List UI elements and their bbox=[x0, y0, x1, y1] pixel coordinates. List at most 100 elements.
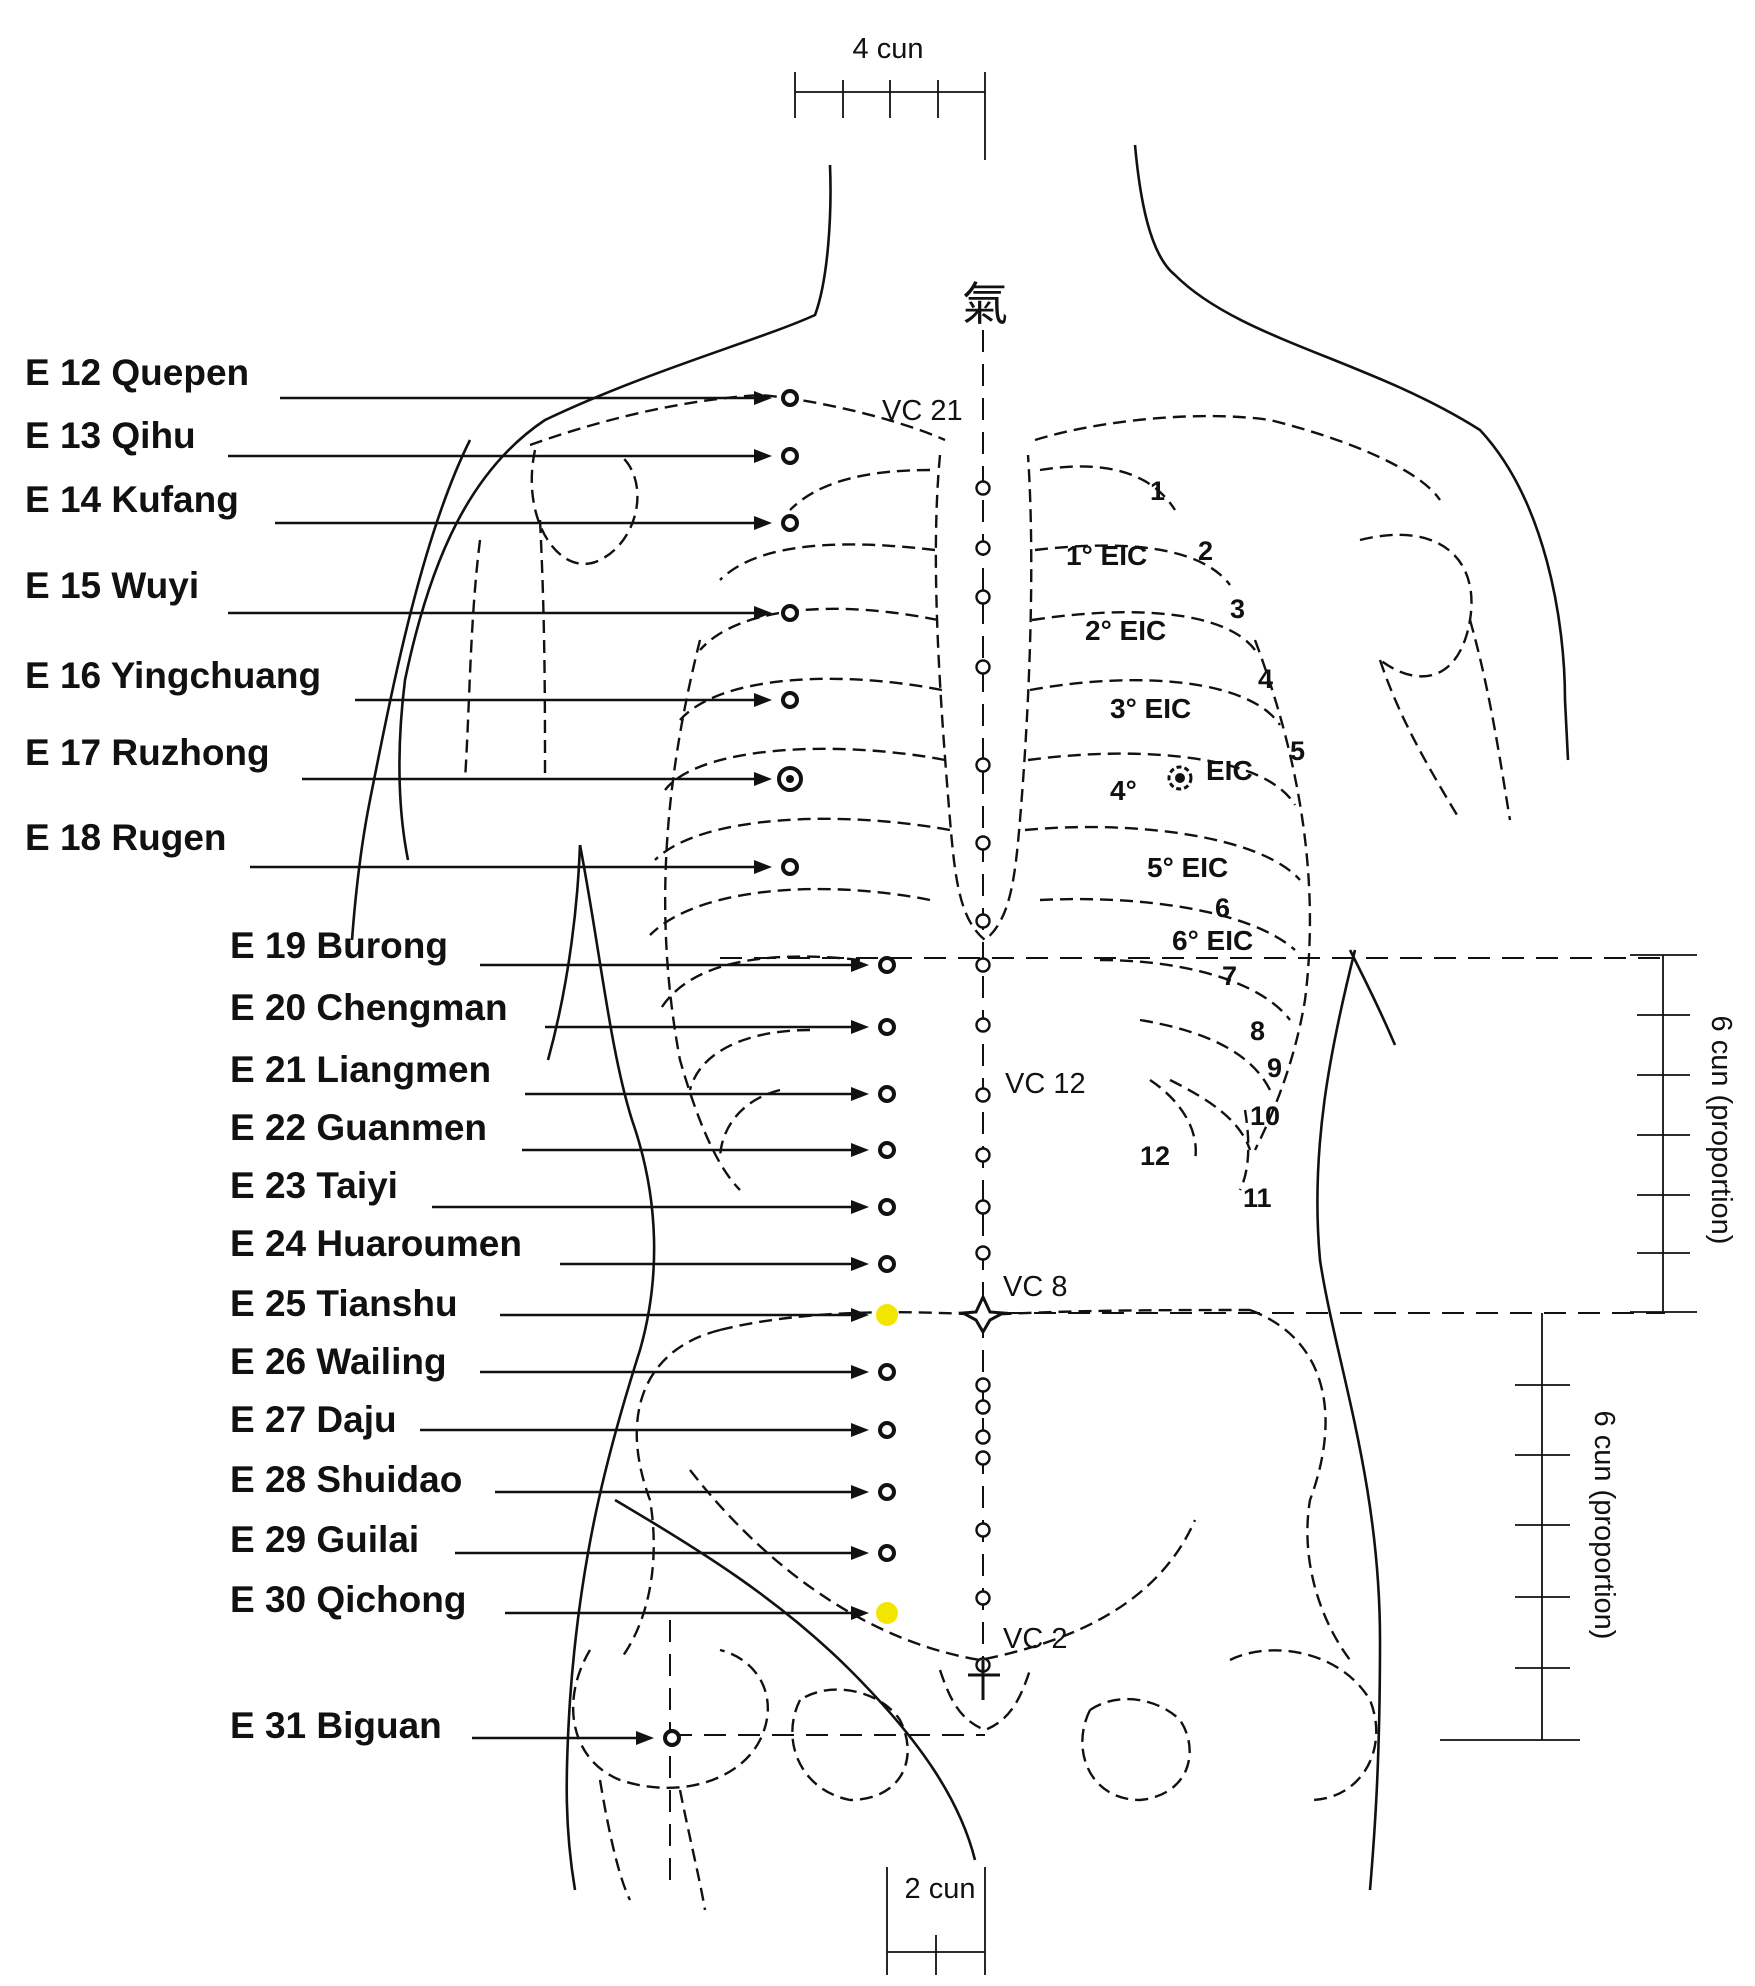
vc-point[interactable] bbox=[975, 1429, 991, 1445]
point-marker-e-21-liangmen[interactable] bbox=[878, 1085, 896, 1103]
right-lower-scale: 6 cun (proportion) bbox=[1440, 1313, 1620, 1741]
right-humerus bbox=[1378, 619, 1512, 821]
vc-point[interactable] bbox=[975, 659, 991, 675]
point-arrowhead-e-24-huaroumen bbox=[851, 1257, 869, 1271]
point-marker-e-14-kufang[interactable] bbox=[781, 514, 799, 532]
point-marker-e-27-daju[interactable] bbox=[878, 1421, 896, 1439]
left-rib-6 bbox=[654, 817, 951, 861]
vc-point[interactable] bbox=[975, 1147, 991, 1163]
point-label-e-17-ruzhong: E 17 Ruzhong bbox=[25, 732, 270, 773]
point-label-e-14-kufang: E 14 Kufang bbox=[25, 479, 239, 520]
point-arrowhead-e-17-ruzhong bbox=[754, 772, 772, 786]
vc-point[interactable] bbox=[975, 480, 991, 496]
vc-point[interactable] bbox=[975, 540, 991, 556]
body-outline bbox=[350, 144, 1570, 1891]
right-upper-scale-label: 6 cun (proportion) bbox=[1705, 1016, 1737, 1245]
vc-point[interactable] bbox=[975, 1377, 991, 1393]
point-marker-e-23-taiyi[interactable] bbox=[878, 1198, 896, 1216]
vc-point[interactable] bbox=[975, 1450, 991, 1466]
vc-point[interactable] bbox=[975, 1522, 991, 1538]
point-label-e-19-burong: E 19 Burong bbox=[230, 925, 448, 966]
point-marker-e-19-burong[interactable] bbox=[878, 956, 896, 974]
right-scapula bbox=[1359, 533, 1473, 678]
left-scapula bbox=[530, 449, 639, 566]
right-rib-7 bbox=[1039, 897, 1296, 951]
left-femur bbox=[598, 1779, 707, 1911]
left-hip-joint bbox=[571, 1648, 770, 1790]
point-marker-e-22-guanmen[interactable] bbox=[878, 1141, 896, 1159]
point-label-e-25-tianshu: E 25 Tianshu bbox=[230, 1283, 458, 1324]
vc-point[interactable] bbox=[975, 1199, 991, 1215]
point-label-e-16-yingchuang: E 16 Yingchuang bbox=[25, 655, 321, 696]
vc-point[interactable] bbox=[975, 757, 991, 773]
vc12-label: VC 12 bbox=[1005, 1068, 1086, 1100]
point-marker-e-12-quepen[interactable] bbox=[781, 389, 799, 407]
left-humerus bbox=[463, 519, 547, 781]
point-arrowhead-e-29-guilai bbox=[851, 1546, 869, 1560]
vc-point[interactable] bbox=[975, 957, 991, 973]
rib-number-4: 4 bbox=[1258, 664, 1273, 694]
point-arrowhead-e-26-wailing bbox=[851, 1365, 869, 1379]
point-marker-e-15-wuyi[interactable] bbox=[781, 604, 799, 622]
left-clavicle bbox=[529, 393, 946, 447]
neck-left-outline bbox=[398, 164, 832, 861]
point-marker-e-16-yingchuang[interactable] bbox=[781, 691, 799, 709]
point-label-e-21-liangmen: E 21 Liangmen bbox=[230, 1049, 491, 1090]
top-scale-label: 4 cun bbox=[853, 33, 924, 65]
point-marker-e-20-chengman[interactable] bbox=[878, 1018, 896, 1036]
point-arrowhead-e-12-quepen bbox=[754, 391, 772, 405]
left-rib-5 bbox=[664, 747, 946, 791]
point-marker-e-30-qichong[interactable] bbox=[876, 1602, 898, 1624]
right-upper-scale: 6 cun (proportion) bbox=[1630, 954, 1737, 1313]
point-marker-e-18-rugen[interactable] bbox=[781, 858, 799, 876]
point-marker-e-31-biguan[interactable] bbox=[663, 1729, 681, 1747]
vc8-star-icon bbox=[957, 1293, 1009, 1335]
vc-point[interactable] bbox=[975, 589, 991, 605]
right-rib-8 bbox=[1099, 958, 1291, 1021]
right-lower-scale-label: 6 cun (proportion) bbox=[1588, 1411, 1620, 1640]
rib-number-1: 1 bbox=[1150, 476, 1165, 506]
eic-label-3: 3° EIC bbox=[1110, 693, 1191, 724]
left-obturator bbox=[791, 1688, 909, 1802]
point-arrowhead-e-27-daju bbox=[851, 1423, 869, 1437]
vc-point[interactable] bbox=[975, 1245, 991, 1261]
right-clavicle bbox=[1034, 414, 1441, 501]
point-arrowhead-e-13-qihu bbox=[754, 449, 772, 463]
left-rib-4 bbox=[679, 677, 943, 721]
torso-right-outline bbox=[1316, 949, 1382, 1891]
point-arrowhead-e-15-wuyi bbox=[754, 606, 772, 620]
vc-point[interactable] bbox=[975, 1087, 991, 1103]
bottom-scale-label: 2 cun bbox=[905, 1873, 976, 1905]
pelvic-inner-curve bbox=[689, 1469, 1197, 1662]
sternum bbox=[934, 454, 1033, 942]
left-ribcage-edge bbox=[663, 639, 741, 1191]
point-arrowhead-e-25-tianshu bbox=[851, 1308, 869, 1322]
point-marker-e-25-tianshu[interactable] bbox=[876, 1304, 898, 1326]
right-rib-2 bbox=[1034, 544, 1231, 586]
point-arrowhead-e-21-liangmen bbox=[851, 1087, 869, 1101]
rib-number-7: 7 bbox=[1222, 961, 1237, 991]
rib-number-5: 5 bbox=[1290, 736, 1305, 766]
right-rib-11 bbox=[1238, 1109, 1250, 1191]
right-ribcage-edge bbox=[1253, 639, 1312, 1151]
vc-point[interactable] bbox=[975, 1399, 991, 1415]
point-center-e-17-ruzhong bbox=[786, 775, 794, 783]
point-arrowhead-e-28-shuidao bbox=[851, 1485, 869, 1499]
point-label-e-23-taiyi: E 23 Taiyi bbox=[230, 1165, 398, 1206]
point-marker-e-28-shuidao[interactable] bbox=[878, 1483, 896, 1501]
point-marker-e-24-huaroumen[interactable] bbox=[878, 1255, 896, 1273]
vc-point[interactable] bbox=[975, 913, 991, 929]
right-rib-5 bbox=[1027, 752, 1297, 806]
point-marker-e-29-guilai[interactable] bbox=[878, 1544, 896, 1562]
torso-left-outline bbox=[565, 844, 656, 1891]
point-marker-e-13-qihu[interactable] bbox=[781, 447, 799, 465]
vc-point[interactable] bbox=[975, 1017, 991, 1033]
vc-point[interactable] bbox=[975, 835, 991, 851]
vc-point[interactable] bbox=[975, 1590, 991, 1606]
rib-number-9: 9 bbox=[1267, 1053, 1282, 1083]
right-rib-9 bbox=[1139, 1018, 1272, 1091]
point-marker-e-26-wailing[interactable] bbox=[878, 1363, 896, 1381]
point-label-e-13-qihu: E 13 Qihu bbox=[25, 415, 196, 456]
rib-number-11: 11 bbox=[1243, 1183, 1272, 1213]
point-arrowhead-e-22-guanmen bbox=[851, 1143, 869, 1157]
